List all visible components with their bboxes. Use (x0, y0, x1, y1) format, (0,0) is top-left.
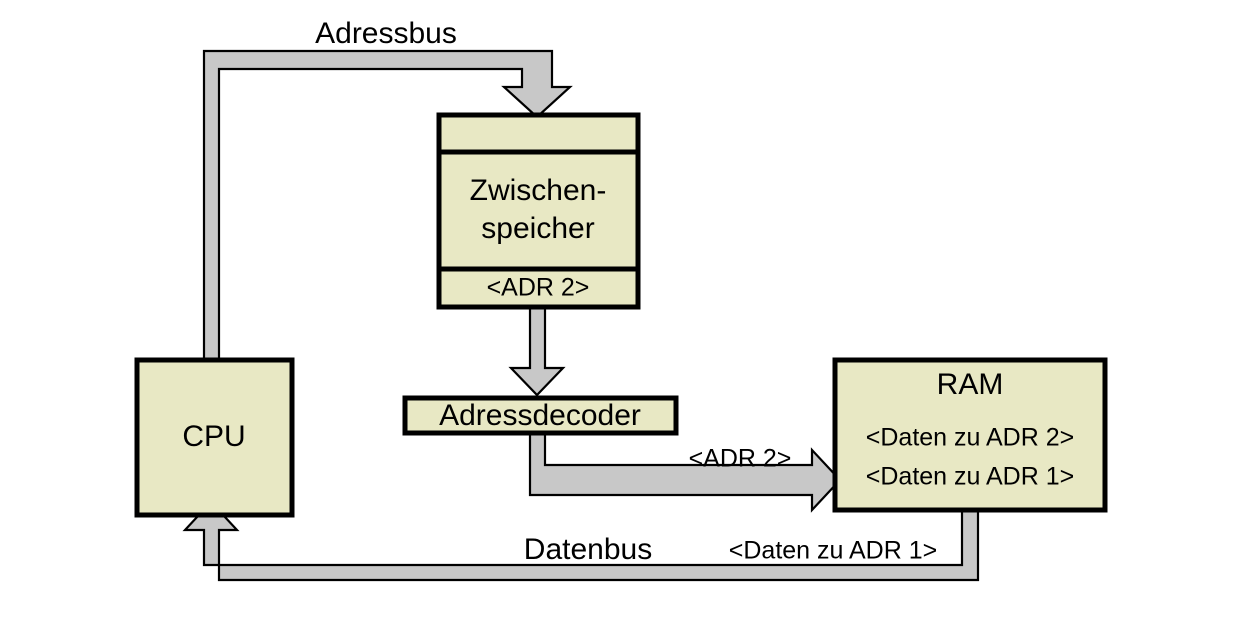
datenbus-payload-label: <Daten zu ADR 1> (729, 537, 937, 565)
zwischenspeicher-slot-bottom: <ADR 2> (487, 274, 590, 302)
cpu-label: CPU (182, 420, 245, 453)
decoder-to-ram-label: <ADR 2> (689, 445, 792, 473)
zwischenspeicher-label-line2: speicher (481, 212, 594, 245)
adressbus-path (202, 49, 573, 367)
zwischenspeicher-box[interactable] (436, 112, 641, 310)
adressbus-label: Adressbus (315, 17, 457, 50)
node-zwischenspeicher[interactable]: Zwischen- speicher <ADR 2> (436, 112, 641, 310)
speicher-to-decoder-path (508, 303, 566, 397)
ram-title: RAM (937, 368, 1004, 401)
decoder-to-ram-connector (528, 430, 842, 513)
datenbus-label: Datenbus (524, 533, 652, 566)
ram-row-2: <Daten zu ADR 1> (866, 463, 1074, 491)
adressdecoder-box[interactable] (402, 395, 679, 436)
ram-row-1: <Daten zu ADR 2> (866, 424, 1074, 452)
ram-box[interactable] (832, 357, 1108, 513)
decoder-to-ram-path (528, 430, 842, 513)
cpu-box[interactable] (134, 357, 295, 518)
adressbus-connector (202, 49, 573, 367)
zwischenspeicher-label-line1: Zwischen- (470, 174, 607, 207)
node-cpu[interactable]: CPU (134, 357, 295, 518)
node-adressdecoder[interactable]: Adressdecoder (402, 395, 679, 436)
speicher-to-decoder-connector (508, 303, 566, 397)
node-ram[interactable]: RAM <Daten zu ADR 2> <Daten zu ADR 1> (832, 357, 1108, 513)
adressdecoder-label: Adressdecoder (439, 399, 641, 432)
